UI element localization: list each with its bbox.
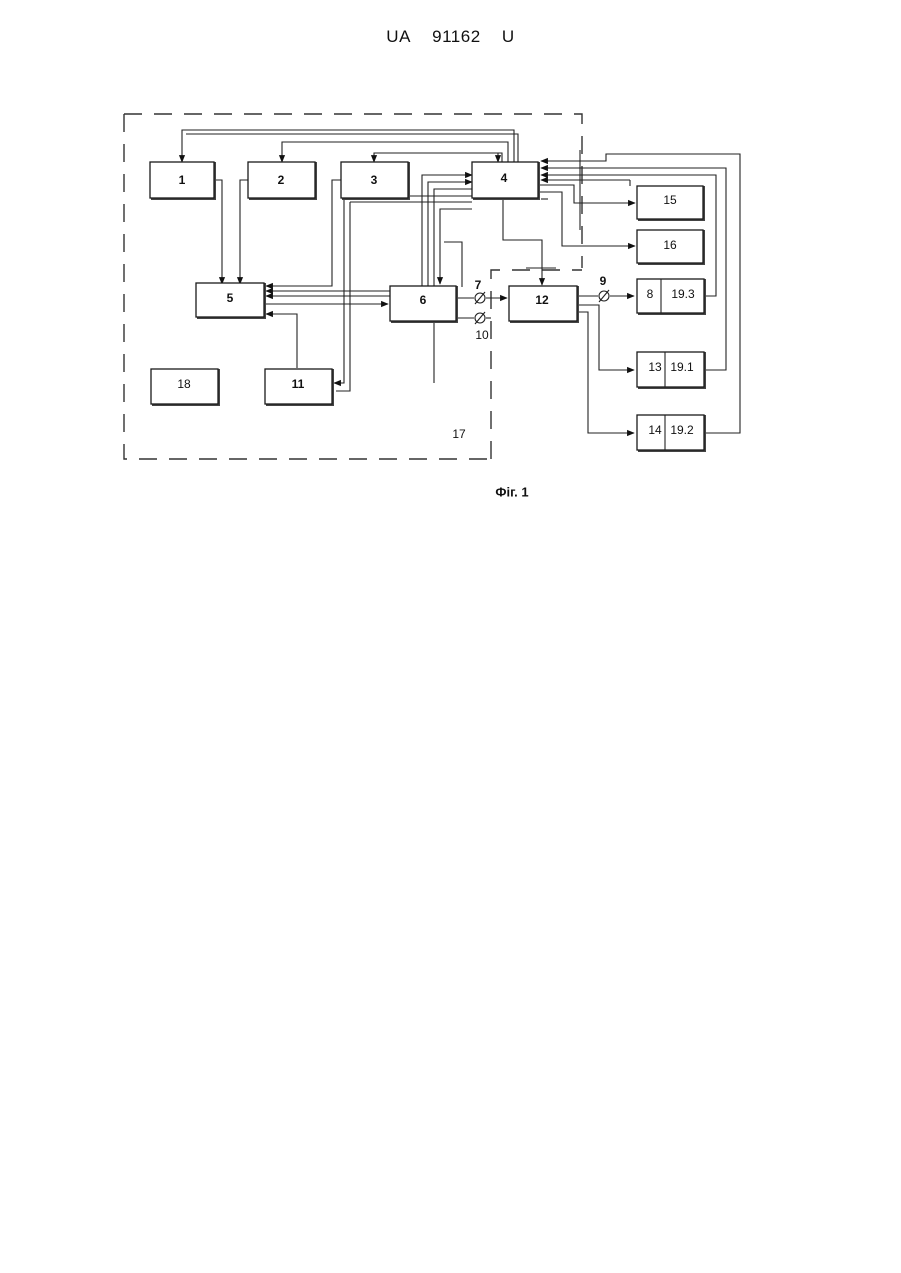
block-4: 4 [472,162,539,199]
block-12-label: 12 [535,293,549,307]
block-1: 1 [150,162,215,199]
block-13-label: 13 [648,360,662,374]
figure-caption: Фіг. 1 [495,485,528,500]
block-13-19-1: 13 19.1 [637,352,705,388]
block-19-1-label: 19.1 [670,360,694,374]
block-12: 12 [509,286,578,322]
block-4-label: 4 [501,171,508,185]
block-16-label: 16 [663,238,677,252]
block-18: 18 [151,369,219,405]
block-5-label: 5 [227,291,234,305]
enclosure-17-label: 17 [452,427,466,441]
block-11: 11 [265,369,333,405]
terminal-9-label: 9 [600,274,607,288]
block-5: 5 [196,283,265,318]
block-11-label: 11 [292,377,305,391]
block-2: 2 [248,162,316,199]
block-14-19-2: 14 19.2 [637,415,705,451]
block-14-label: 14 [648,423,662,437]
block-6-label: 6 [420,293,427,307]
block-8-label: 8 [647,287,654,301]
block-8-19-3: 8 19.3 [637,279,705,314]
block-15-label: 15 [663,193,677,207]
terminal-10-label: 10 [475,328,489,342]
block-19-2-label: 19.2 [670,423,694,437]
block-19-3-label: 19.3 [671,287,695,301]
block-3-label: 3 [371,173,378,187]
block-3: 3 [341,162,409,199]
block-1-label: 1 [179,173,186,187]
terminal-10: 10 [475,312,489,342]
terminal-7: 7 [475,278,485,304]
block-6: 6 [390,286,457,322]
terminal-9: 9 [599,274,609,302]
block-16: 16 [637,230,704,264]
block-15: 15 [637,186,704,220]
block-2-label: 2 [278,173,285,187]
block-18-label: 18 [177,377,191,391]
terminal-7-label: 7 [475,278,482,292]
